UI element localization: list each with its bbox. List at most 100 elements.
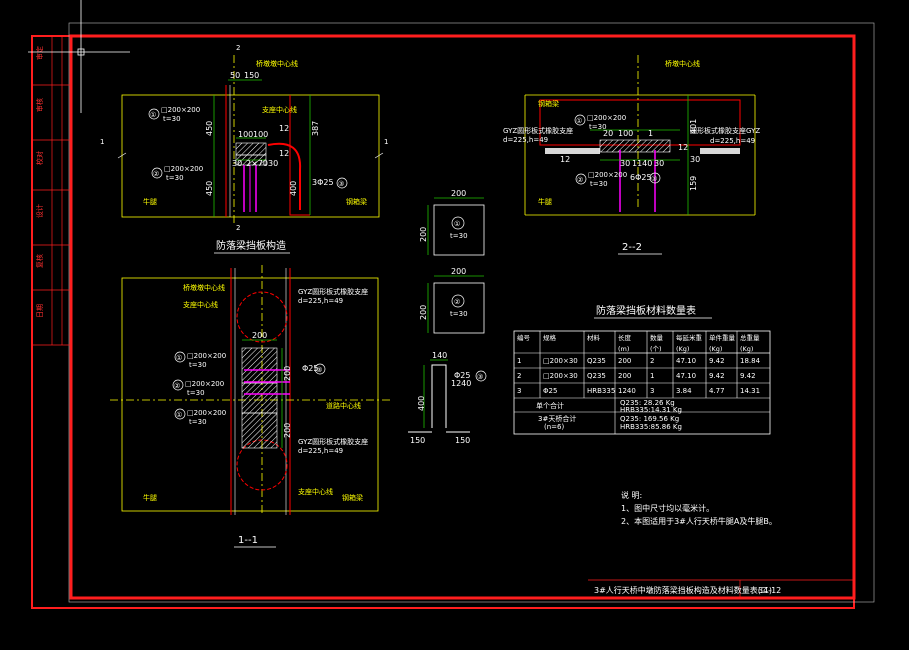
total-value: Q235: 169.56 Kg [620, 415, 679, 423]
table-cell: Q235 [587, 372, 606, 380]
tl-plate2-t: t=30 [166, 174, 184, 182]
table-cell: 14.31 [740, 387, 760, 395]
bl-plate1b-mark: ① [176, 411, 182, 419]
rebar-length: 1240 [451, 379, 471, 388]
dim-387: 387 [311, 121, 320, 136]
table-cell: Φ25 [543, 387, 557, 395]
dim-12a: 12 [279, 124, 289, 133]
tr-dim-30b: 30 [654, 159, 664, 168]
title-block-row: 复核 [35, 254, 44, 268]
tr-plate1-mark: ① [576, 117, 582, 125]
footer-title: 3#人行天桥中墩防落梁挡板构造及材料数量表(二) [594, 585, 772, 595]
bl-bearing-label: 支座中心线 [183, 300, 218, 309]
pier-outline [121, 94, 380, 218]
title-block-row: 审定 [35, 46, 44, 60]
table-unit-cell: (Kg) [709, 345, 722, 353]
pd1-num: ① [454, 220, 460, 228]
sheet-number: 34-12 [758, 586, 781, 595]
section-mark-2-bottom: 2 [236, 224, 240, 232]
sheet-footer: 3#人行天桥中墩防落梁挡板构造及材料数量表(二) 34-12 [588, 579, 854, 598]
bl-plate2-t: t=30 [187, 389, 205, 397]
table-cell: Q235 [587, 357, 606, 365]
tr-gyz-right-spec: d=225,h=49 [710, 137, 755, 145]
tl-plate1-mark: ① [150, 111, 156, 119]
bearing-right [700, 148, 740, 154]
table-unit-cell: (m) [618, 345, 629, 353]
section-mark-1-left: 1 [100, 138, 104, 146]
subtotal-value: HRB335:14.31 Kg [620, 406, 682, 414]
view-1-1: 200 200 200 桥墩墩中心线 支座中心线 GYZ圆形板式橡胶支座 d=2… [110, 265, 390, 548]
table-cell: HRB335 [587, 387, 615, 395]
table-unit-cell: (Kg) [676, 345, 689, 353]
tr-dim-20: 20 [603, 129, 613, 138]
total-label: 3#天桥合计 [538, 414, 576, 423]
rebar-mark: ③ [477, 373, 483, 381]
tr-dim-30a: 30 [620, 159, 630, 168]
plate-1-section [235, 142, 267, 156]
dim-150: 150 [244, 71, 259, 80]
tr-dim-12: 12 [678, 143, 688, 152]
table-cell: 47.10 [676, 357, 696, 365]
notes: 说 明: 1、图中尺寸均以毫米计。 2、本图适用于3#人行天桥牛腿A及牛腿B。 [621, 490, 777, 526]
rebar-dim-140: 140 [432, 351, 447, 360]
total-n: (n=6) [544, 423, 564, 431]
tr-dim-30c: 30 [690, 155, 700, 164]
table-cell: 2 [517, 372, 521, 380]
bl-plate1b-spec: □200×200 [187, 409, 226, 417]
note-2: 2、本图适用于3#人行天桥牛腿A及牛腿B。 [621, 516, 777, 526]
tr-dim-100: 100 [618, 129, 633, 138]
bl-plate1a-spec: □200×200 [187, 352, 226, 360]
view-title-1-1: 1--1 [238, 535, 258, 546]
label-pier: 牛腿 [143, 197, 157, 206]
table-cell: 3 [517, 387, 521, 395]
table-cell: 9.42 [740, 372, 756, 380]
table-header-cell: 总重量 [740, 333, 760, 342]
table-cell: 1240 [618, 387, 636, 395]
plate-detail-2: 200 200 ② t=30 [419, 267, 485, 334]
bl-gyz-top: GYZ圆形板式橡胶支座 [298, 287, 368, 296]
table-header-cell: 单件重量 [709, 333, 736, 342]
dim-12b: 12 [279, 149, 289, 158]
tl-rebar-mark: ③ [338, 180, 344, 188]
tr-dim-1140: 1140 [632, 159, 652, 168]
table-header-cell: 数量 [650, 333, 664, 342]
bl-rebar-mark: ③ [316, 366, 322, 374]
inner-border [69, 34, 856, 600]
table-unit-cell: (个) [650, 345, 662, 353]
table-cell: 1 [517, 357, 521, 365]
tr-plate2-t: t=30 [590, 180, 608, 188]
label-pier-center: 桥墩墩中心线 [256, 59, 298, 68]
tr-plate2-spec: □200×200 [588, 171, 627, 179]
section-mark-1-right: 1 [384, 138, 388, 146]
material-table: 防落梁挡板材料数量表 编号规格材料长度(m)数量(个)每延米重(Kg)单件重量(… [513, 304, 771, 435]
bl-plate2-spec: □200×200 [185, 380, 224, 388]
tr-rebar: 6Φ25 [630, 173, 652, 182]
pd2-h: 200 [419, 305, 428, 320]
crosshair-cursor [28, 0, 130, 113]
pd1-t: t=30 [450, 232, 468, 240]
subtotal-label: 单个合计 [536, 401, 564, 410]
notes-heading: 说 明: [621, 490, 642, 500]
tr-center-label: 桥墩中心线 [665, 59, 700, 68]
table-cell: 1 [650, 372, 654, 380]
table-title: 防落梁挡板材料数量表 [596, 304, 696, 317]
tr-steel-beam: 钢箱梁 [538, 99, 559, 108]
section-mark-2-top: 2 [236, 44, 240, 52]
bl-rebar: Φ25 [302, 364, 318, 373]
bearing-left [545, 148, 600, 154]
rebar-detail: 140 400 150 150 Φ25 1240 ③ [408, 351, 487, 445]
plate-detail-1: 200 200 ① t=30 [419, 189, 485, 256]
tr-plate1-spec: □200×200 [587, 114, 626, 122]
tr-gyz-right: 圆形板式橡胶支座GYZ [690, 126, 760, 135]
note-1: 1、图中尺寸均以毫米计。 [621, 503, 714, 513]
bl-plate1a-t: t=30 [189, 361, 207, 369]
tl-plate2-mark: ② [153, 170, 159, 178]
rebar-dim-150a: 150 [410, 436, 425, 445]
view-title-2-2: 2--2 [622, 242, 642, 253]
tl-rebar-spec: 3Φ25 [312, 178, 334, 187]
total-value: HRB335:85.86 Kg [620, 423, 682, 431]
title-block-row: 校对 [35, 151, 44, 165]
tr-plate2-mark: ② [577, 176, 583, 184]
table-cell: □200×30 [543, 372, 578, 380]
